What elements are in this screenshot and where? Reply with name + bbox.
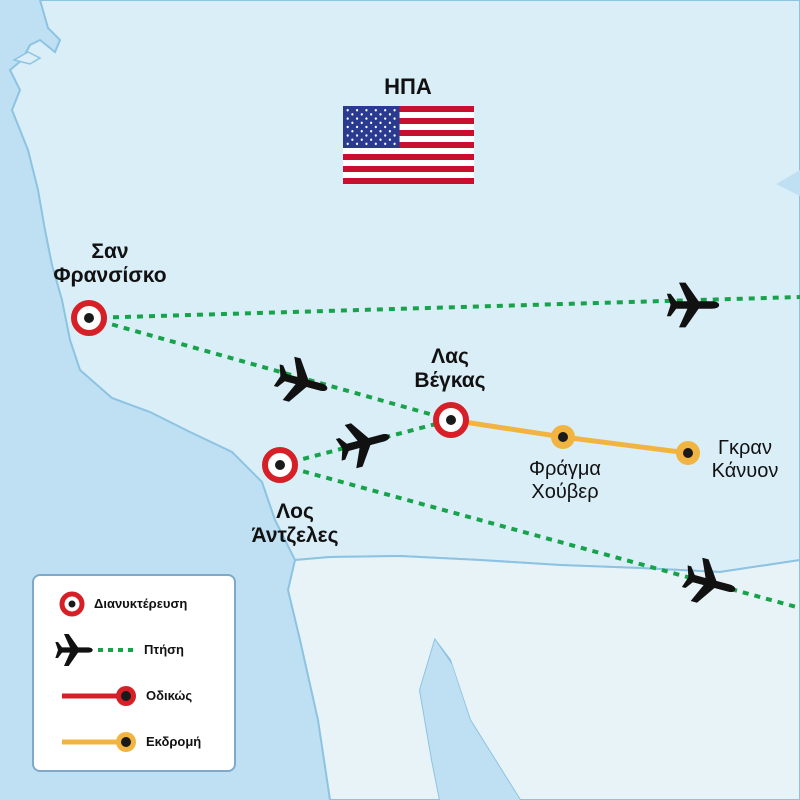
map-legend: Διανυκτέρευση Πτήση Οδικώς Εκδρομή xyxy=(32,574,236,772)
flag-star xyxy=(365,125,368,129)
flag-star xyxy=(374,142,377,146)
flag-star xyxy=(346,108,349,112)
excursion-marker-icon xyxy=(62,732,136,752)
flag-star xyxy=(388,113,391,116)
legend-item-road: Οδικώς xyxy=(34,678,234,714)
lake xyxy=(776,170,800,196)
marker-hoover-dam xyxy=(551,425,575,449)
overnight-marker-icon xyxy=(59,591,85,617)
legend-label: Πτήση xyxy=(144,642,184,657)
route-sf-east xyxy=(88,295,800,320)
flag-star xyxy=(346,117,349,120)
usa-land xyxy=(8,0,800,574)
flag-star xyxy=(365,134,368,137)
flag-star xyxy=(393,142,396,146)
flag-star xyxy=(355,117,359,120)
route-sf-lasvegas xyxy=(88,316,452,422)
flag-star xyxy=(360,130,363,133)
road-marker-icon xyxy=(62,686,136,706)
city-name-line1: Λας xyxy=(431,345,469,368)
city-name-line1: Γκραν xyxy=(718,437,772,459)
mexico-land xyxy=(286,554,800,800)
flag-star xyxy=(365,117,368,120)
flag-star xyxy=(379,113,382,116)
legend-item-excursion: Εκδρομή xyxy=(34,724,234,760)
flag-star xyxy=(374,108,377,112)
flag-star xyxy=(360,138,363,141)
city-label-grand-canyon: Γκραν Κάνυον xyxy=(700,437,790,483)
flag-star xyxy=(346,125,349,129)
marker-los-angeles xyxy=(262,447,298,483)
flag-star xyxy=(388,138,391,141)
flag-star xyxy=(346,134,349,137)
flag-star xyxy=(351,138,354,141)
city-name-line2: Κάνυον xyxy=(711,460,779,482)
flag-star xyxy=(355,125,359,129)
flag-star xyxy=(355,134,359,137)
marker-san-francisco xyxy=(71,300,107,336)
flag-star xyxy=(351,113,354,116)
flag-star xyxy=(370,130,373,133)
inlet xyxy=(12,51,42,65)
flag-star xyxy=(365,108,368,112)
flag-star xyxy=(384,125,387,129)
legend-item-flight: Πτήση xyxy=(34,632,234,668)
legend-label: Εκδρομή xyxy=(146,734,202,749)
gulf-water xyxy=(420,640,520,800)
flag-star xyxy=(370,113,373,116)
flag-star xyxy=(384,117,387,120)
flag-star xyxy=(370,138,373,141)
flag-star xyxy=(346,142,349,146)
flag-star xyxy=(393,125,396,129)
marker-las-vegas xyxy=(433,402,469,438)
city-name-line1: Σαν xyxy=(91,240,129,263)
flag-star xyxy=(370,121,373,125)
city-label-san-francisco: Σαν Φρανσίσκο xyxy=(50,240,170,288)
flag-star xyxy=(360,121,363,125)
flag-star xyxy=(384,134,387,137)
flag-star xyxy=(379,121,382,125)
flag-star xyxy=(360,113,363,116)
flag-star xyxy=(393,108,396,112)
flag-star xyxy=(351,121,354,125)
flag-star xyxy=(355,142,359,146)
airplane-icon xyxy=(55,634,138,666)
legend-label: Διανυκτέρευση xyxy=(94,596,188,611)
country-label: ΗΠΑ xyxy=(384,74,432,99)
flag-star xyxy=(388,121,391,125)
city-name-line2: Βέγκας xyxy=(414,369,486,393)
flag-star xyxy=(374,125,377,129)
flag-star xyxy=(379,130,382,133)
legend-label: Οδικώς xyxy=(146,688,193,703)
marker-grand-canyon xyxy=(676,441,700,465)
city-label-los-angeles: Λος Άντζελες xyxy=(240,500,350,548)
city-name-line2: Άντζελες xyxy=(251,524,339,548)
flag-star xyxy=(351,130,354,133)
city-label-las-vegas: Λας Βέγκας xyxy=(400,345,500,393)
flag-star xyxy=(384,108,387,112)
flag-star xyxy=(393,117,396,120)
legend-item-overnight: Διανυκτέρευση xyxy=(34,586,234,622)
flag-star xyxy=(379,138,382,141)
city-label-hoover-dam: Φράγμα Χούβερ xyxy=(510,458,620,504)
usa-flag-icon xyxy=(343,106,474,184)
flag-star xyxy=(393,134,396,137)
flag-star xyxy=(384,142,387,146)
city-name-line2: Χούβερ xyxy=(531,481,599,503)
flag-star xyxy=(374,117,377,120)
flag-star xyxy=(355,108,359,112)
flag-star xyxy=(365,142,368,146)
city-name-line2: Φρανσίσκο xyxy=(53,264,167,288)
city-name-line1: Φράγμα xyxy=(529,458,601,480)
flag-star xyxy=(388,130,391,133)
flag-star xyxy=(374,134,377,137)
city-name-line1: Λος xyxy=(276,500,314,523)
